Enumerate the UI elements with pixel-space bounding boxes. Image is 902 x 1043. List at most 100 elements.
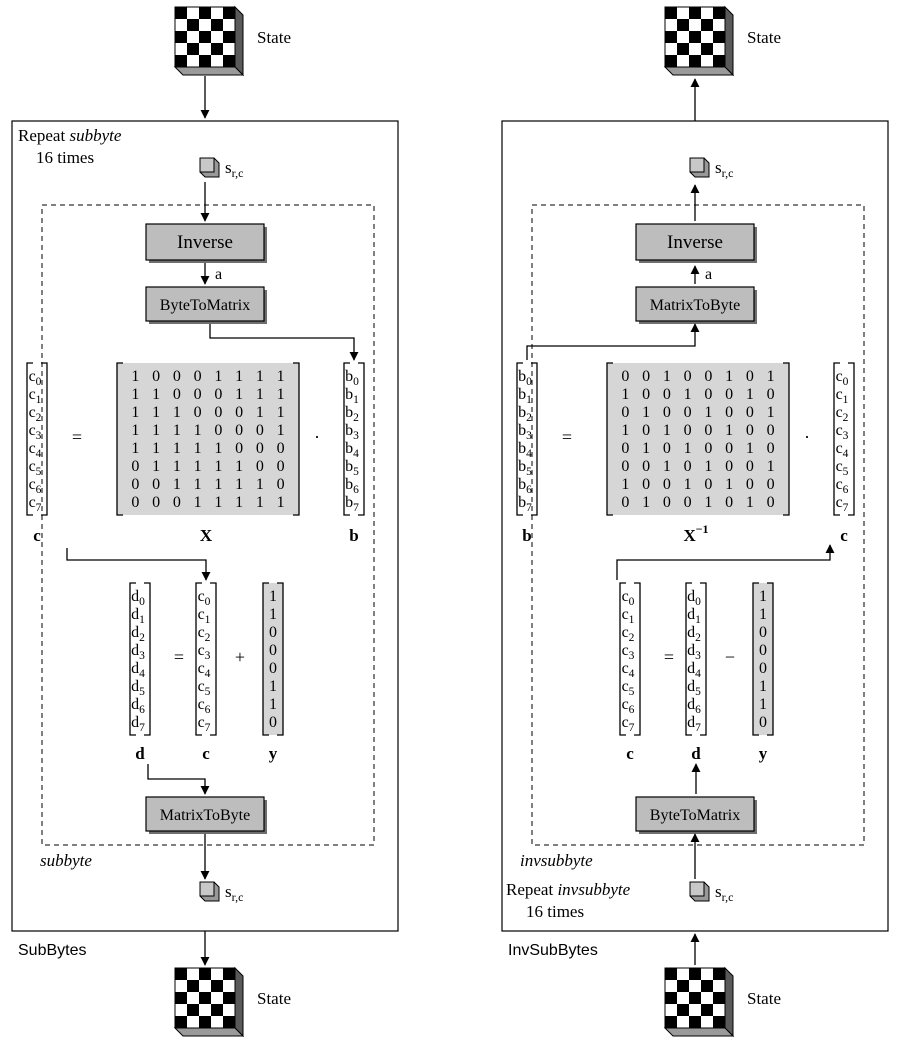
- left-state-bottom-cell: [187, 1004, 199, 1016]
- left-eq2-mid-entry: c4: [198, 660, 211, 680]
- left-eq1-matrix-cell: 0: [152, 494, 160, 511]
- left-state-bottom-grid: [174, 967, 236, 1029]
- right-eq1-matrix-cell: 1: [642, 494, 650, 511]
- left-state-bottom-cell: [187, 980, 199, 992]
- left-eq1-lhs-label: c: [33, 526, 41, 545]
- right-eq2-lhs-entry: c1: [622, 606, 635, 626]
- right-eq1-matrix-cell: 1: [746, 386, 754, 403]
- left-eq1-matrix-cell: 1: [152, 404, 160, 421]
- left-frame-title: Repeat subbyte: [18, 126, 122, 145]
- left-eq1-matrix-cell: 1: [235, 386, 243, 403]
- right-frame-title: Repeat invsubbyte: [506, 880, 631, 899]
- right-state-top-side: [724, 5, 734, 77]
- right-state-bottom-grid: [664, 967, 726, 1029]
- right-eq2-mid-entry: d1: [687, 606, 701, 626]
- right-eq1-lhs-label: b: [522, 526, 531, 545]
- left-eq1-matrix-cell: 0: [173, 494, 181, 511]
- left-eq1-lhs-entry: c4: [29, 440, 42, 460]
- right-eq1-matrix-cell: 0: [663, 494, 671, 511]
- right-eq1-rhs-entry: c7: [836, 494, 849, 514]
- left-eq2-op: +: [235, 647, 245, 667]
- right-state-top-cell: [677, 43, 689, 55]
- left-eq1-lhs-entry: c2: [29, 404, 42, 424]
- right-state-top-cell: [713, 55, 725, 67]
- left-eq1-rhs-label: b: [349, 526, 358, 545]
- right-eq1-matrix-shade: [607, 363, 789, 515]
- left-eq2-mid-entry: c1: [198, 606, 211, 626]
- right-eq1-matrix-cell: 1: [725, 368, 733, 385]
- left-eq2-vec-label: y: [269, 744, 278, 763]
- right-eq1-matrix-cell: 0: [663, 476, 671, 493]
- left-eq1-matrix-cell: 1: [194, 458, 202, 475]
- right-eq1-matrix-cell: 1: [663, 458, 671, 475]
- right-eq2-vec-entry: 1: [759, 696, 767, 713]
- right-state-bottom-cell: [689, 992, 701, 1004]
- right-eq1-rhs-label: c: [840, 526, 848, 545]
- left-eq1-lhs-lbracket: [26, 362, 33, 516]
- left-state-bottom-side: [234, 966, 244, 1038]
- left-eq2-lhs-lbracket: [129, 582, 136, 736]
- left-eq1-rhs-entry: b2: [345, 404, 359, 424]
- left-state-top-bottom: [173, 66, 245, 76]
- left-state-bottom-cell: [223, 992, 235, 1004]
- left-state-bottom-cell: [199, 968, 211, 980]
- right-state-bottom-cell: [677, 1004, 689, 1016]
- left-eq2-vec-lbracket: [262, 582, 269, 736]
- right-eq1-matrix-cell: 0: [725, 440, 733, 457]
- right-eq1-matrix-cell: 0: [663, 404, 671, 421]
- left-frame-title-line2: 16 times: [36, 148, 94, 167]
- right-eq1-matrix-cell: 0: [684, 422, 692, 439]
- right-eq1-matrix-cell: 0: [642, 476, 650, 493]
- left-eq1-lhs-entry: c5: [29, 458, 42, 478]
- right-flow-eq2-to-c: [616, 544, 835, 580]
- right-eq1-matrix-cell: 0: [725, 386, 733, 403]
- right-inner-label: invsubbyte: [520, 851, 593, 870]
- right-eq1-lhs-entry: b6: [518, 476, 532, 496]
- right-eq1-rhs-lbracket: [833, 362, 840, 516]
- left-eq1-matrix-cell: 0: [152, 368, 160, 385]
- right-eq1-matrix-cell: 1: [684, 476, 692, 493]
- left-eq1-matrix-cell: 1: [173, 440, 181, 457]
- right-eq1-rhs-rbracket: [848, 362, 855, 516]
- right-eq2-equals: =: [664, 647, 674, 667]
- right-eq1-matrix-cell: 0: [725, 404, 733, 421]
- right-eq2-vec-entry: 0: [759, 660, 767, 677]
- left-box-2: [145, 286, 265, 322]
- right-eq1-matrix-cell: 0: [621, 368, 629, 385]
- right-state-bottom-cell: [701, 1004, 713, 1016]
- right-eq1-matrix-cell: 0: [642, 458, 650, 475]
- left-eq2-mid-rbracket: [210, 582, 217, 736]
- left-eq1-matrix-cell: 1: [173, 476, 181, 493]
- right-eq1-matrix-cell: 1: [684, 440, 692, 457]
- left-eq2-vec-entry: 0: [269, 714, 277, 731]
- right-eq1-matrix-cell: 1: [767, 458, 775, 475]
- right-eq1-matrix-cell: 1: [767, 368, 775, 385]
- left-eq2-lhs-rbracket: [144, 582, 151, 736]
- right-eq1-matrix-cell: 0: [642, 368, 650, 385]
- left-eq1-rhs-rbracket: [358, 362, 365, 516]
- right-eq1-matrix-cell: 1: [684, 386, 692, 403]
- right-box-3: [635, 796, 755, 832]
- left-eq1-matrix-cell: 0: [194, 368, 202, 385]
- right-eq2-vec-label: y: [759, 744, 768, 763]
- left-eq2-lhs-entry: d3: [131, 642, 145, 662]
- left-eq1-rhs-entry: b5: [345, 458, 359, 478]
- left-state-top-cell: [187, 43, 199, 55]
- right-eq2-mid-lbracket: [685, 582, 692, 736]
- left-eq2-lhs-entry: d7: [131, 714, 145, 734]
- left-eq1-matrix-cell: 1: [173, 404, 181, 421]
- right-byte-bottom-label: sr,c: [715, 882, 733, 904]
- right-state-top-cell: [665, 55, 677, 67]
- right-state-top-cell: [665, 31, 677, 43]
- left-eq1-matrix-cell: 1: [235, 368, 243, 385]
- right-state-bottom-side: [724, 966, 734, 1038]
- right-state-top-cell: [689, 7, 701, 19]
- left-eq1-matrix-cell: 1: [152, 458, 160, 475]
- right-eq2-vec-entry: 0: [759, 642, 767, 659]
- right-eq2-mid-entry: d7: [687, 714, 701, 734]
- left-flow-d-to-m2b: [147, 764, 210, 795]
- left-eq1-matrix-cell: 1: [194, 440, 202, 457]
- left-eq1-matrix-cell: 1: [277, 494, 285, 511]
- right-eq1-matrix-cell: 0: [746, 458, 754, 475]
